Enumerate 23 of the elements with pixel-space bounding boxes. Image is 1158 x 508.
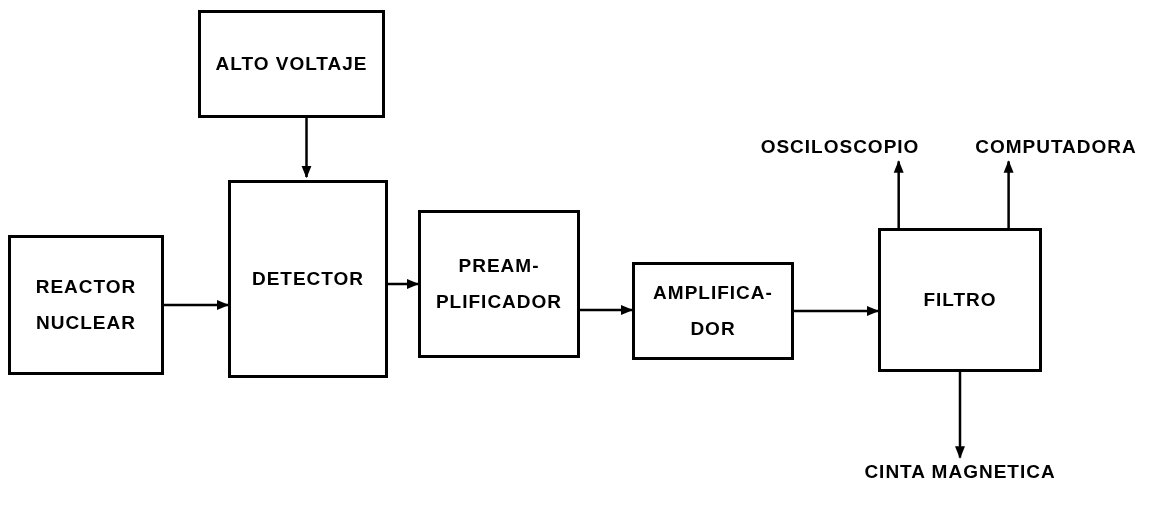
arrow [955,372,965,459]
process-box [632,262,794,360]
box-label: FILTRO [923,287,997,312]
process-box [878,228,1042,372]
box-label: DETECTOR [251,266,365,291]
arrow [164,300,230,310]
output-label: CINTA MAGNETICA [864,460,1056,484]
box-label: AMPLIFICA- DOR [652,280,774,341]
arrow [301,118,312,179]
process-box [198,10,385,118]
process-box [8,235,164,375]
arrow [1003,160,1014,228]
process-box [228,180,388,378]
output-label: COMPUTADORA [975,135,1137,159]
box-label: ALTO VOLTAJE [215,51,368,76]
arrow [388,279,420,289]
arrow [794,306,880,316]
process-box [418,210,580,358]
arrow [893,160,904,228]
box-label: PREAM- PLIFICADOR [434,253,564,314]
output-label: OSCILOSCOPIO [760,135,920,159]
box-label: REACTOR NUCLEAR [34,274,138,335]
arrow [580,305,634,315]
